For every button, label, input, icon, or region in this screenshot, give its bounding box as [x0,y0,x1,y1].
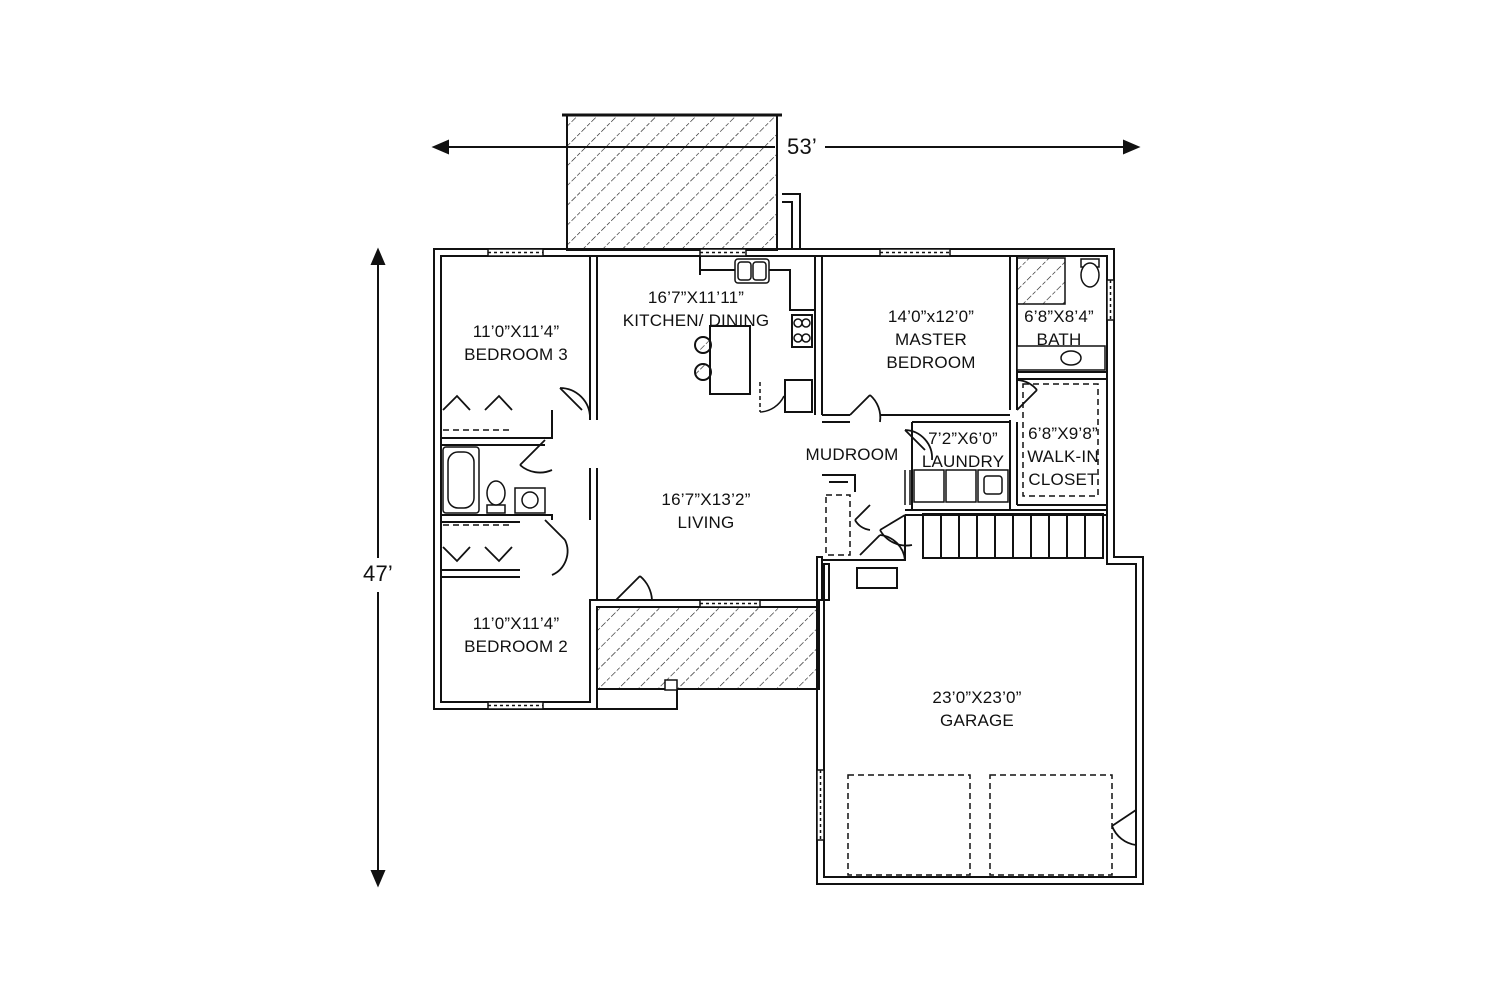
laundry-label: 7’2”X6’0” LAUNDRY [914,427,1012,473]
interior-walls [441,256,1107,600]
bedroom2-label: 11’0”X11’4” BEDROOM 2 [445,612,587,658]
garage-size: 23’0”X23’0” [932,688,1022,707]
kitchen-sink-icon [734,258,770,284]
kitchen-name: KITCHEN/ DINING [622,311,770,330]
laundry-name: LAUNDRY [921,452,1005,471]
stove-icon [793,318,811,343]
garage-label: 23’0”X23’0” GARAGE [896,686,1058,732]
stairs [922,513,1104,559]
closet-name-line1: WALK-IN [1027,447,1099,466]
closet-name-line2: CLOSET [1028,470,1098,489]
garage-entry-step [856,567,898,589]
kitchen-island [694,325,751,395]
width-dimension-label: 53’ [787,134,817,159]
master-bedroom-label: 14’0”x12’0” MASTER BEDROOM [850,305,1012,374]
bedroom2-name: BEDROOM 2 [464,637,568,656]
bath-name: BATH [1036,330,1082,349]
garage-name: GARAGE [940,711,1014,730]
kitchen-label: 16’7”X11’11” KITCHEN/ DINING [606,286,786,332]
bedroom3-name: BEDROOM 3 [464,345,568,364]
laundry-size: 7’2”X6’0” [928,429,998,448]
laundry-shelf [904,470,911,505]
depth-dimension-arrow [370,247,386,888]
master-toilet-icon [1080,258,1100,288]
mudroom-label: MUDROOM [805,445,899,464]
sink-icon [514,487,546,514]
bath-label: 6’8”X8’4” BATH [1013,305,1105,351]
master-size: 14’0”x12’0” [887,307,975,326]
pantry-door [759,382,785,413]
bedroom2-size: 11’0”X11’4” [472,614,560,633]
bedroom3-size: 11’0”X11’4” [472,322,560,341]
rear-deck [562,113,801,251]
bath-size: 6’8”X8’4” [1024,307,1094,326]
toilet-icon [486,480,506,514]
living-size: 16’7”X13’2” [661,490,751,509]
kitchen-counters [699,256,815,413]
bedroom3-label: 11’0”X11’4” BEDROOM 3 [445,320,587,366]
kitchen-size: 16’7”X11’11” [647,288,745,307]
exterior-walls [433,248,1144,885]
master-name-line2: BEDROOM [886,353,976,372]
depth-dimension-label: 47’ [363,561,393,586]
washer-dryer-icon [913,469,1009,503]
door-swings [442,379,1137,846]
master-vanity-icon [1016,345,1106,371]
walk-in-closet-label: 6’8”X9’8” WALK-IN CLOSET [1017,422,1109,491]
windows [487,248,1115,841]
bathtub-icon [442,446,480,514]
closet-size: 6’8”X9’8” [1028,424,1098,443]
living-label: 16’7”X13’2” LIVING [626,488,786,534]
front-porch [596,606,820,710]
master-name-line1: MASTER [894,330,968,349]
master-shower-icon [1016,257,1066,305]
closet-rods [443,383,1113,876]
living-name: LIVING [677,513,735,532]
